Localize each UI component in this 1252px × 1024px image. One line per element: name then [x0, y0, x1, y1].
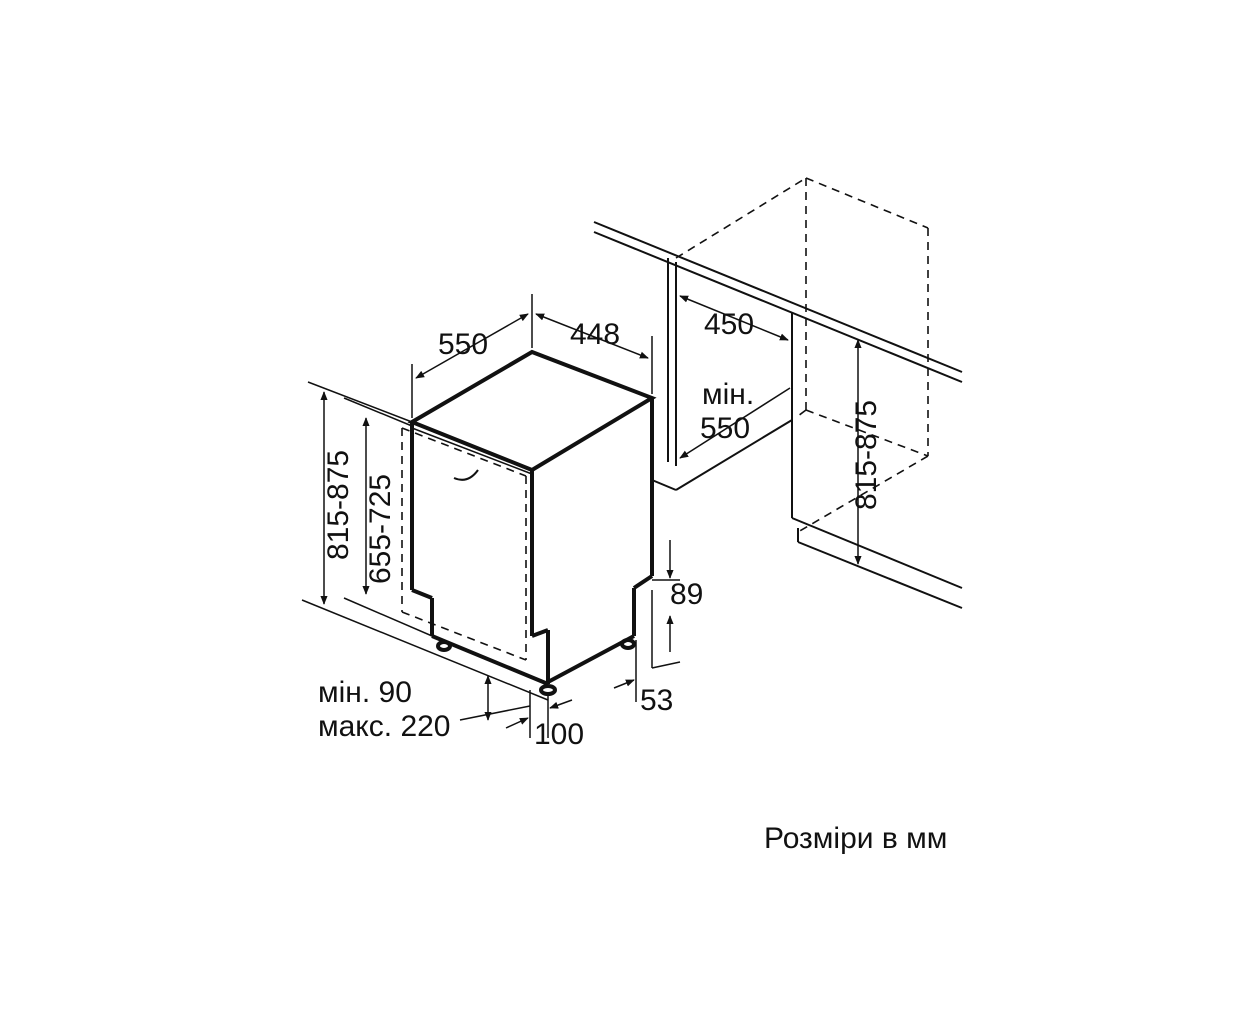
label-plinth-100: 100 — [534, 718, 584, 751]
label-leg-89: 89 — [670, 578, 703, 611]
dishwasher — [401, 349, 657, 696]
label-plinth-min: мін. 90 — [318, 676, 412, 709]
label-door-height: 655-725 — [364, 474, 397, 584]
floor-lines — [301, 381, 549, 701]
label-plinth-max: макс. 220 — [318, 710, 451, 743]
label-niche-height: 815-875 — [850, 400, 883, 510]
label-niche-depth-450: 450 — [704, 308, 754, 341]
dimension-lines — [320, 294, 862, 738]
cabinet-niche — [593, 177, 963, 609]
label-min-depth-550: 550 — [700, 412, 750, 445]
label-min: мін. — [702, 378, 754, 411]
label-width-448: 448 — [570, 318, 620, 351]
dimension-labels: 550 448 450 мін. 550 815-875 815-875 655… — [318, 308, 883, 751]
label-depth-550: 550 — [438, 328, 488, 361]
units-caption: Розміри в мм — [764, 822, 948, 855]
label-leg-53: 53 — [640, 684, 673, 717]
label-height-left: 815-875 — [322, 450, 355, 560]
